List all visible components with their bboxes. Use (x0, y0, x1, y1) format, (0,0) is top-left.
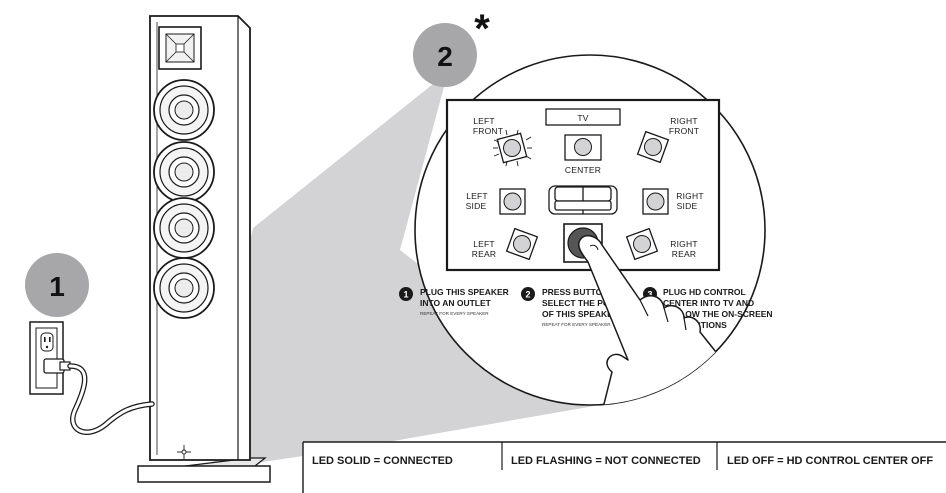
right-front-position-button[interactable] (636, 130, 670, 164)
step-3-line2: CENTER INTO TV AND (663, 298, 754, 308)
woofer (153, 79, 215, 141)
step-2-icon-number: 2 (525, 290, 530, 300)
left-side-label-line1: LEFT (466, 191, 488, 201)
left-rear-label-line1: LEFT (473, 239, 495, 249)
step-1-line2: INTO AN OUTLET (420, 298, 492, 308)
right-front-label-line2: FRONT (669, 126, 699, 136)
woofer (153, 257, 215, 319)
led-legend: LED SOLID = CONNECTED LED FLASHING = NOT… (302, 441, 946, 493)
right-side-label-line1: RIGHT (676, 191, 703, 201)
led-off-legend: LED OFF = HD CONTROL CENTER OFF (727, 455, 933, 467)
center-label: CENTER (565, 165, 601, 175)
left-side-label-line2: SIDE (466, 201, 487, 211)
step-1-number: 1 (49, 271, 65, 302)
step-3-line1: PLUG HD CONTROL (663, 287, 746, 297)
step-2-line3: OF THIS SPEAKER (542, 309, 619, 319)
right-rear-position-button[interactable] (625, 227, 659, 261)
step-2-line2: SELECT THE POSITION (542, 298, 638, 308)
step-1-badge: 1 (25, 253, 89, 317)
right-side-label-line2: SIDE (677, 201, 698, 211)
step-2-badge: 2 (413, 23, 477, 87)
right-rear-label-line1: RIGHT (670, 239, 697, 249)
tv-label: TV (577, 113, 588, 123)
center-position-button[interactable] (564, 134, 602, 161)
power-cable (67, 363, 155, 435)
step-1-line1: PLUG THIS SPEAKER (420, 287, 509, 297)
pointing-hand-icon (577, 234, 717, 405)
led-solid-legend: LED SOLID = CONNECTED (312, 455, 453, 467)
step-2-note: REPEAT FOR EVERY SPEAKER (542, 322, 611, 327)
left-rear-label-line2: REAR (472, 249, 496, 259)
step-3-line3: FOLLOW THE ON-SCREEN (663, 309, 773, 319)
speaker-position-panel: TV LEFT FRONT CENTER (445, 98, 721, 272)
wall-outlet (29, 321, 71, 395)
woofer (153, 197, 215, 259)
led-flashing-legend: LED FLASHING = NOT CONNECTED (511, 455, 701, 467)
step-3-icon-number: 3 (647, 290, 652, 300)
horn-tweeter (158, 26, 202, 70)
step-2-instruction: 2 PRESS BUTTON TO SELECT THE POSITION OF… (521, 287, 638, 327)
asterisk-mark: * (474, 7, 490, 51)
right-side-position-button[interactable] (642, 188, 669, 215)
tower-speaker (137, 15, 271, 483)
step-1-icon-number: 1 (403, 290, 408, 300)
step-1-note: REPEAT FOR EVERY SPEAKER (420, 311, 489, 316)
left-front-label-line2: FRONT (473, 126, 503, 136)
left-side-position-button[interactable] (499, 188, 526, 215)
right-front-label-line1: RIGHT (670, 116, 697, 126)
left-front-label-line1: LEFT (473, 116, 495, 126)
speaker-logo-mark (177, 445, 191, 459)
woofer (153, 141, 215, 203)
step-2-line1: PRESS BUTTON TO (542, 287, 623, 297)
left-front-position-button[interactable] (493, 129, 532, 167)
left-rear-position-button[interactable] (505, 227, 539, 261)
right-rear-label-line2: REAR (672, 249, 696, 259)
step-2-number: 2 (437, 41, 453, 72)
tv-box (545, 108, 621, 126)
step-1-instruction: 1 PLUG THIS SPEAKER INTO AN OUTLET REPEA… (399, 287, 509, 316)
sofa-icon (548, 185, 618, 215)
